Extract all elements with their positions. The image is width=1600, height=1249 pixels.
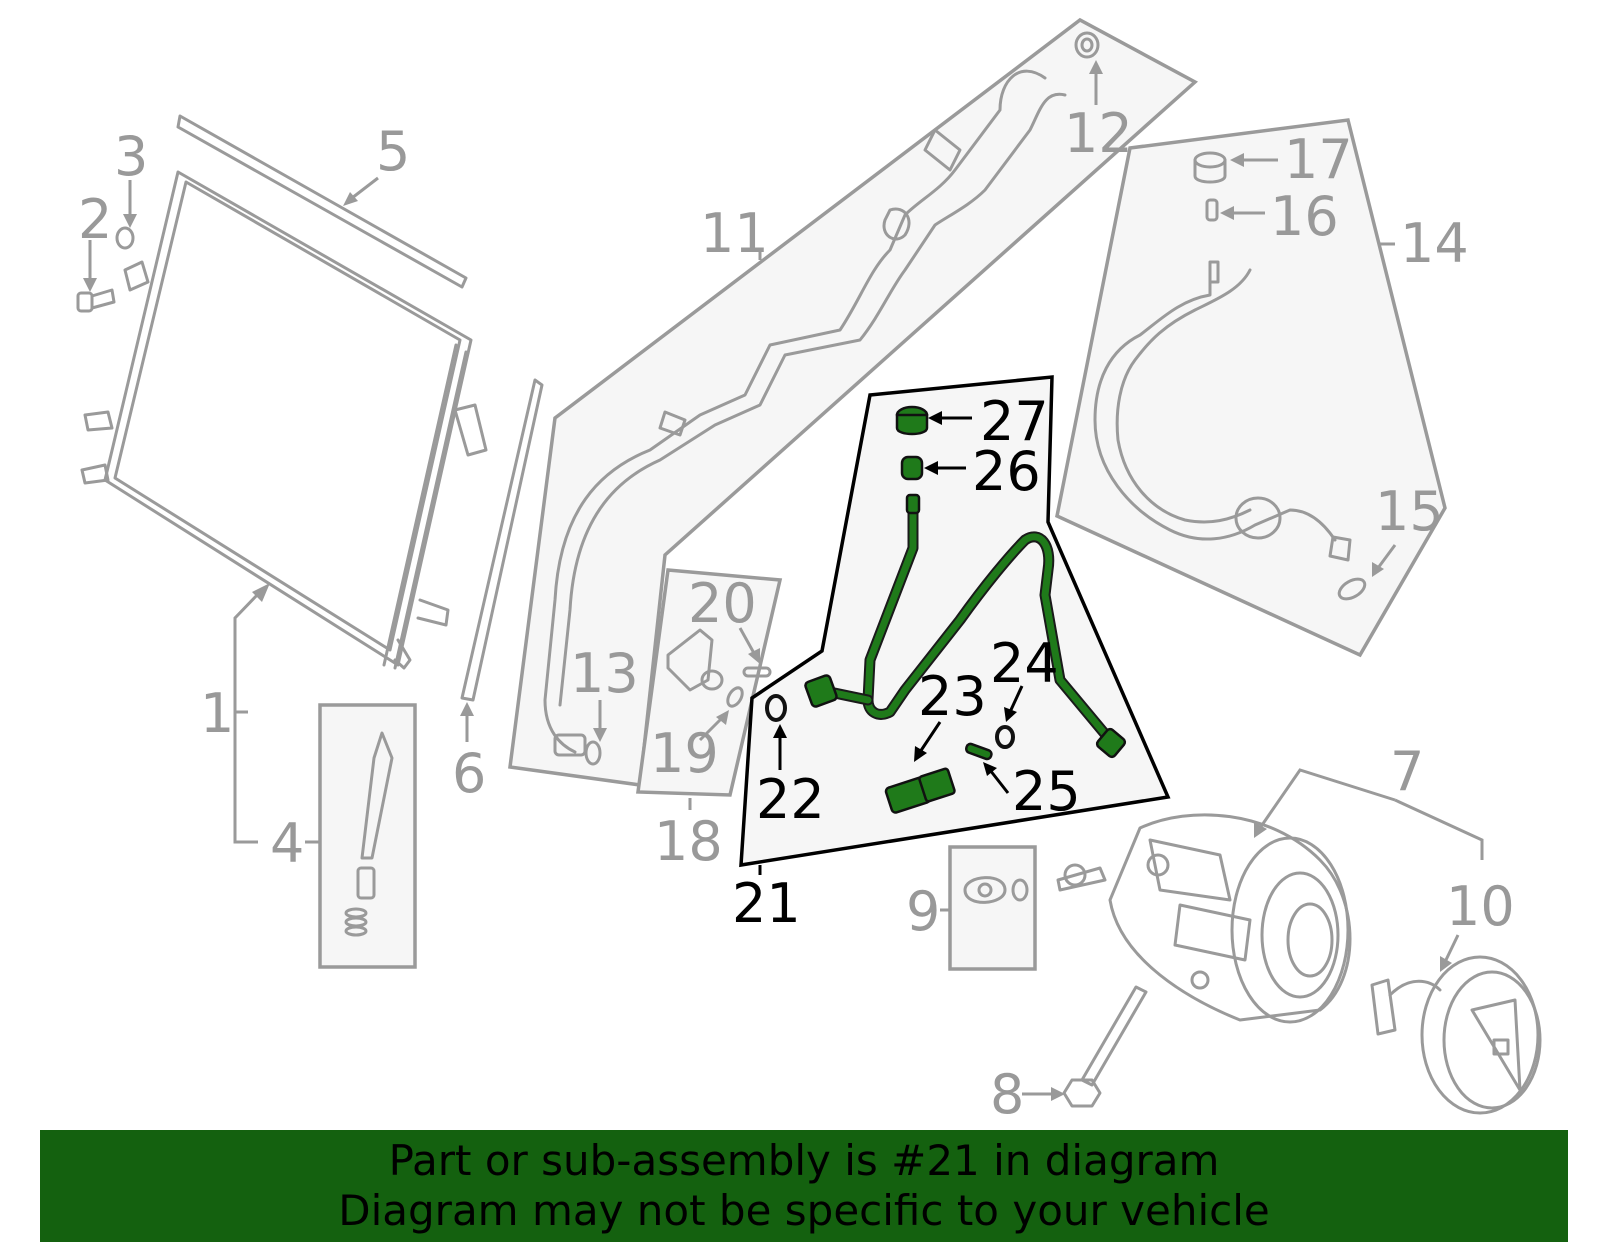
cap-part-27[interactable] bbox=[895, 405, 929, 436]
callout-17: 17 bbox=[1284, 128, 1353, 191]
liquid-line-part-11[interactable] bbox=[543, 69, 1067, 757]
callout-5: 5 bbox=[376, 120, 410, 183]
cap-part-17[interactable] bbox=[1193, 151, 1227, 184]
seal-strip-part-5[interactable] bbox=[176, 114, 468, 289]
callout-18: 18 bbox=[654, 810, 723, 873]
side-seal-part-6[interactable] bbox=[460, 378, 544, 702]
callout-24: 24 bbox=[990, 632, 1059, 695]
callout-4: 4 bbox=[270, 812, 304, 875]
callout-2: 2 bbox=[78, 188, 112, 251]
o-ring-part-22[interactable] bbox=[765, 694, 787, 722]
callout-25: 25 bbox=[1012, 760, 1081, 823]
callout-15: 15 bbox=[1375, 480, 1444, 543]
callout-20: 20 bbox=[688, 572, 757, 635]
callout-9: 9 bbox=[906, 880, 940, 943]
panel-18-sensor-kit bbox=[636, 568, 783, 797]
callout-6: 6 bbox=[452, 742, 486, 805]
callout-3: 3 bbox=[114, 125, 148, 188]
switch-part-23[interactable] bbox=[884, 767, 956, 814]
o-ring-part-19[interactable] bbox=[725, 685, 745, 708]
callout-26: 26 bbox=[972, 440, 1041, 503]
callout-19: 19 bbox=[650, 722, 719, 785]
ac-line-assembly-part-21[interactable] bbox=[804, 493, 1127, 759]
o-ring-part-3[interactable] bbox=[115, 226, 135, 250]
callout-1: 1 bbox=[200, 682, 234, 745]
o-ring-part-15[interactable] bbox=[1336, 575, 1368, 603]
panel-4-drier-kit bbox=[318, 703, 417, 969]
callout-16: 16 bbox=[1270, 185, 1339, 248]
callout-7: 7 bbox=[1390, 740, 1424, 803]
banner-line-2: Diagram may not be specific to your vehi… bbox=[338, 1186, 1270, 1235]
callout-11: 11 bbox=[700, 202, 769, 265]
cap-part-26[interactable] bbox=[900, 455, 924, 481]
callout-23: 23 bbox=[918, 665, 987, 728]
o-ring-part-24[interactable] bbox=[995, 725, 1015, 749]
compressor-bolt-part-8[interactable] bbox=[1062, 985, 1148, 1108]
callout-14: 14 bbox=[1400, 212, 1469, 275]
banner-line-1: Part or sub-assembly is #21 in diagram bbox=[388, 1136, 1220, 1185]
pressure-sensor-part-18[interactable] bbox=[666, 628, 724, 692]
callout-13: 13 bbox=[570, 642, 639, 705]
gasket-part-9[interactable] bbox=[963, 876, 1029, 904]
callout-10: 10 bbox=[1446, 875, 1515, 938]
panel-14-hose-assembly bbox=[1055, 118, 1447, 658]
callout-21: 21 bbox=[732, 872, 801, 935]
valve-core-part-16[interactable] bbox=[1205, 198, 1219, 222]
panel-9-gasket-kit bbox=[948, 845, 1037, 971]
clutch-part-10[interactable] bbox=[1370, 955, 1542, 1115]
bolt-part-2[interactable] bbox=[76, 288, 116, 313]
callout-12: 12 bbox=[1064, 102, 1133, 165]
receiver-drier-part-4[interactable] bbox=[344, 731, 394, 937]
panel-11-line-assembly bbox=[508, 17, 1199, 787]
o-ring-part-12[interactable] bbox=[1074, 31, 1100, 59]
info-banner: Part or sub-assembly is #21 in diagram D… bbox=[40, 1130, 1568, 1242]
callout-22: 22 bbox=[756, 768, 825, 831]
seal-part-25[interactable] bbox=[964, 742, 993, 761]
suction-hose-part-14[interactable] bbox=[1093, 260, 1352, 562]
callout-27: 27 bbox=[980, 390, 1049, 453]
callout-8: 8 bbox=[990, 1063, 1024, 1126]
o-ring-part-13[interactable] bbox=[584, 740, 602, 766]
condenser-part-1[interactable] bbox=[80, 170, 488, 670]
compressor-part-7[interactable] bbox=[1056, 813, 1352, 1024]
seal-part-20[interactable] bbox=[742, 666, 772, 678]
